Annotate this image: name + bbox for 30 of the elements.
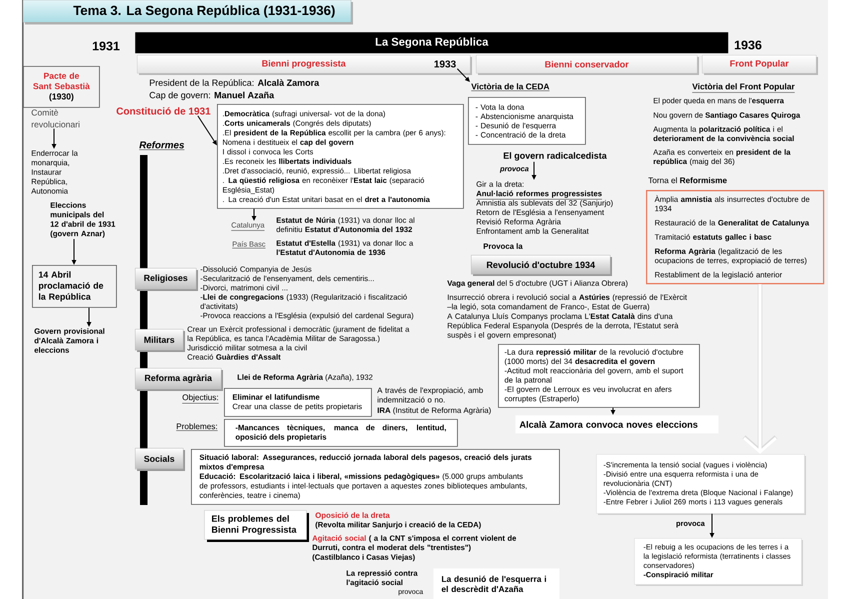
event-box: Pacte de Sant Sebastià (1930) xyxy=(23,66,100,108)
year-label: 1936 xyxy=(734,40,762,50)
panel-heading: Torna el Reformisme xyxy=(648,177,727,184)
text-box: Alcalà Zamora convoca noves eleccions xyxy=(515,415,718,434)
note-text: Cap de govern: Manuel Azaña xyxy=(150,92,274,100)
heading-text: Constitució de 1931 xyxy=(116,107,210,115)
heading-text: Objectius: xyxy=(182,394,219,404)
title-banner: Tema 3. La Segona República (1931-1936) xyxy=(22,0,353,24)
heading-text: Victòria de la CEDA xyxy=(471,83,550,92)
arrow xyxy=(742,284,778,454)
period-tab: Front Popular xyxy=(702,55,818,75)
year-label: 1931 xyxy=(92,42,120,50)
arrow xyxy=(456,68,470,82)
category-box: Religioses xyxy=(135,268,198,291)
heading-text: Problemes: xyxy=(176,423,218,431)
text-box: La desunió de l'esquerra i el descrèdit d'Azaña xyxy=(433,568,560,599)
category-box: Reforma agrària xyxy=(135,368,223,391)
note-text: President de la República: Alcalà Zamora xyxy=(150,79,320,88)
year-label: 1933 xyxy=(434,60,456,68)
heading-text: Comitè revolucionari xyxy=(32,109,80,128)
timeline-band: La Segona República xyxy=(135,32,728,54)
text-box: Els problemes del Bienni Progressista xyxy=(204,510,309,542)
period-tab: Bienni conservador xyxy=(476,55,699,75)
heading-text: Reformes xyxy=(139,141,185,150)
category-box: Socials xyxy=(135,448,185,471)
event-box: 14 Abril proclamació de la República xyxy=(32,265,117,308)
heading-text: El govern radicalcedista xyxy=(504,152,607,161)
heading-text: Victòria del Front Popular xyxy=(692,83,795,93)
category-box: Militars xyxy=(135,329,185,352)
event-box: Revolució d'octubre 1934 xyxy=(471,255,612,276)
